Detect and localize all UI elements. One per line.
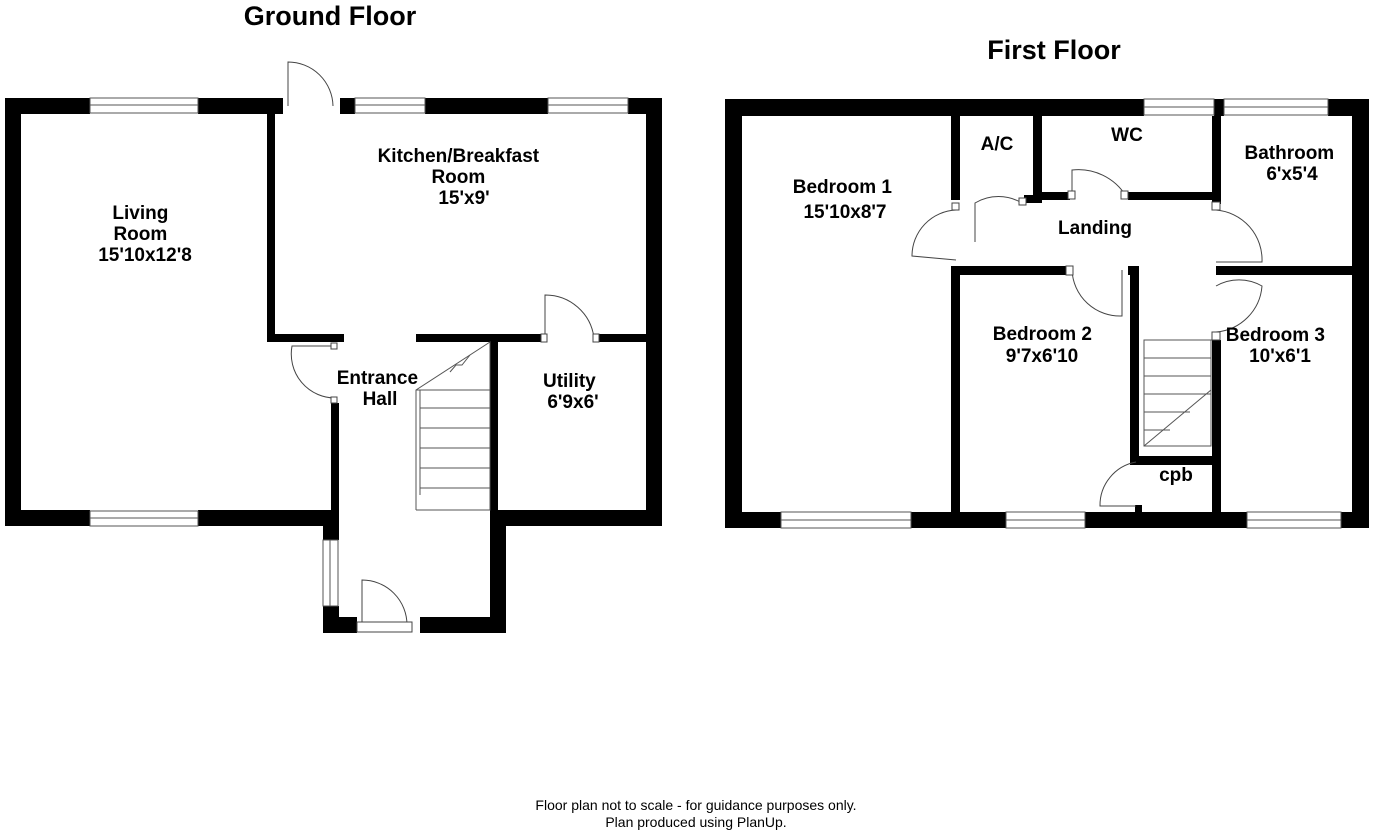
kitchen-label: Kitchen/Breakfast Room 15'x9' (378, 146, 545, 209)
landing-label: Landing (1058, 218, 1132, 239)
ground-floor: Ground Floor (5, 1, 662, 633)
ground-floor-stairs (415, 341, 491, 511)
footer-line-1: Floor plan not to scale - for guidance p… (535, 797, 857, 813)
entrance-hall-label: Entrance Hall (337, 368, 424, 410)
cpb-label: cpb (1159, 465, 1193, 486)
ground-floor-doors (283, 61, 600, 633)
living-room-label: Living Room 15'10x12'8 (98, 203, 192, 266)
first-floor-title: First Floor (987, 35, 1121, 65)
ac-label: A/C (981, 134, 1014, 155)
bathroom-label: Bathroom 6'x5'4 (1244, 143, 1339, 185)
first-floor-interior-walls (951, 116, 1352, 515)
first-floor: First Floor (725, 35, 1369, 529)
ground-floor-interior-walls (267, 114, 646, 513)
utility-label: Utility 6'9x6' (543, 371, 601, 413)
ground-floor-windows (89, 97, 629, 607)
footer-line-2: Plan produced using PlanUp. (605, 814, 787, 830)
first-floor-stairs (1143, 339, 1212, 447)
bedroom3-label: Bedroom 3 10'x6'1 (1226, 325, 1331, 367)
ground-floor-title: Ground Floor (244, 1, 417, 31)
first-floor-windows (780, 98, 1342, 529)
bedroom2-label: Bedroom 2 9'7x6'10 (993, 324, 1098, 367)
bedroom1-label: Bedroom 1 15'10x8'7 (793, 177, 898, 223)
footer-note: Floor plan not to scale - for guidance p… (0, 797, 1392, 831)
ground-floor-walls (5, 98, 662, 633)
wc-label: WC (1111, 125, 1143, 146)
first-floor-doors (911, 169, 1263, 507)
first-floor-walls (725, 99, 1369, 528)
